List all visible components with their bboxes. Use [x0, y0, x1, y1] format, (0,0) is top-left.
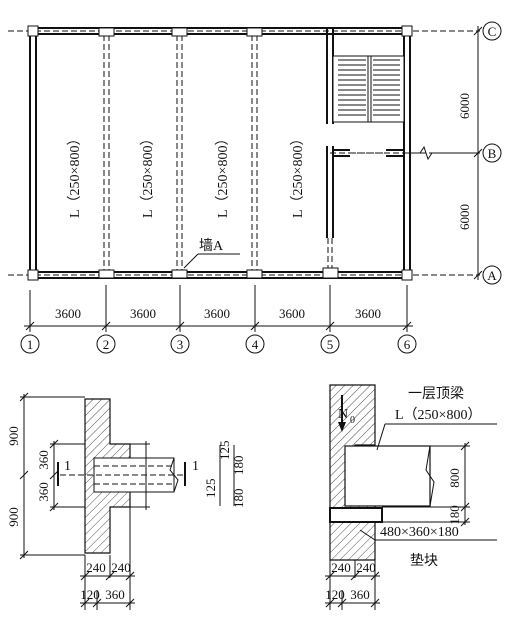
beam-label-4: L（250×800）	[290, 132, 306, 218]
axis-label-6: 6	[404, 337, 411, 352]
bay-depth-1: 6000	[457, 93, 472, 119]
break-beam-right	[425, 445, 435, 507]
dim-360-bottom: 360	[105, 587, 125, 602]
axis-label-a: A	[487, 268, 497, 283]
corner-1c	[27, 25, 39, 37]
staircase	[332, 55, 405, 123]
dim-240-c: 240	[331, 560, 351, 575]
dim-125-upper: 125	[203, 479, 218, 499]
dim-ticks-right	[473, 26, 483, 280]
dim-ticks-bottom	[25, 321, 412, 331]
section-mark-right: 1	[192, 459, 199, 474]
axis-label-3: 3	[177, 337, 184, 352]
load-subscript: 0	[350, 415, 355, 426]
pad-name-label: 垫块	[410, 553, 438, 569]
wall-a-leader	[183, 253, 199, 269]
detail-left: 1 1 900 900 360 360 125 125 180 180	[6, 392, 246, 610]
bay-width-1: 3600	[55, 306, 81, 321]
axis-label-b: B	[488, 146, 497, 161]
detail-right: N 0 一层顶梁 L（250×800） 480×360×180 垫块 800 1…	[325, 384, 497, 610]
dim-240-a: 240	[86, 560, 106, 575]
axis-bubbles-bottom	[20, 334, 417, 354]
dim-900-upper: 900	[6, 426, 21, 446]
dim-125-lower: 125	[217, 441, 232, 461]
bay-depth-2: 6000	[457, 204, 472, 230]
bay-width-2: 3600	[130, 306, 156, 321]
corner-6a	[401, 269, 413, 281]
dim-360-right: 360	[350, 587, 370, 602]
beam-axis-3	[171, 27, 188, 279]
break-beam-left	[169, 457, 179, 493]
dim-360-upper: 360	[36, 450, 51, 470]
pad-block	[329, 507, 383, 523]
load-label: N	[338, 407, 348, 422]
dim-180-right: 180	[447, 505, 462, 525]
dim-360-lower: 360	[36, 482, 51, 502]
beam-label-2: L（250×800）	[140, 132, 156, 218]
dim-180-upper: 180	[231, 489, 246, 509]
axis-label-c: C	[488, 24, 497, 39]
dim-180-lower: 180	[231, 456, 246, 476]
floor-plan: L（250×800） L（250×800） L（250×800） L（250×8…	[8, 21, 502, 354]
axis-label-1: 1	[27, 337, 34, 352]
dim-240-d: 240	[356, 560, 376, 575]
beam-label-right: L（250×800）	[395, 407, 481, 423]
axis-bubbles-right	[482, 21, 502, 285]
bay-width-3: 3600	[204, 306, 230, 321]
bay-width-4: 3600	[279, 306, 305, 321]
wall-a-label: 墙A	[199, 238, 224, 254]
break-line	[404, 145, 480, 161]
detail-title: 一层顶梁	[408, 386, 464, 402]
pad-size-label: 480×360×180	[380, 525, 459, 540]
beam-label-3: L（250×800）	[215, 132, 231, 218]
dim-240-b: 240	[111, 560, 131, 575]
beam-label-1: L（250×800）	[67, 132, 83, 218]
dim-900-lower: 900	[6, 507, 21, 527]
dim-120: 120	[80, 587, 100, 602]
axis-label-4: 4	[252, 337, 259, 352]
dim-120-right: 120	[325, 587, 345, 602]
dim-800: 800	[447, 468, 462, 488]
beam-right	[344, 445, 431, 507]
section-mark-left: 1	[64, 459, 71, 474]
corner-1a	[27, 269, 39, 281]
bay-width-5: 3600	[355, 306, 381, 321]
beam-axis-2	[98, 27, 115, 279]
corner-6c	[401, 25, 413, 37]
beam-axis-4	[246, 27, 263, 279]
axis-label-2: 2	[103, 337, 110, 352]
axis-label-5: 5	[327, 337, 334, 352]
